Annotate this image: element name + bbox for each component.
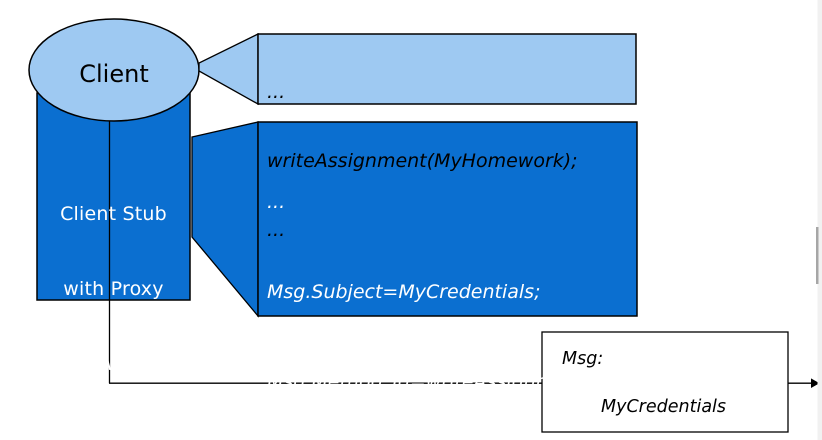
code-line: Msg.Subject=MyCredentials; (267, 281, 541, 303)
stub-label-line: with Proxy (63, 278, 164, 300)
stub-label-line: (here without (48, 353, 179, 375)
client-code-box (257, 33, 637, 105)
client-callout-pointer-icon (198, 32, 259, 106)
stub-label-line: Client Stub (60, 203, 167, 225)
scrollbar-thumb[interactable] (816, 227, 819, 284)
client-stub-label: Client Stub with Proxy (here without PEP… (37, 152, 190, 440)
code-line: Msg.Method_Id=writeAssignment_Id; (267, 371, 619, 393)
code-line: ... (267, 219, 286, 241)
stub-code-box (257, 121, 638, 317)
message-box-label: Msg: (562, 349, 604, 369)
message-value: MyCredentials (601, 397, 727, 417)
code-line: ... (267, 191, 286, 213)
arrowhead-icon (811, 378, 820, 388)
stub-label-line: PEP and PDP) (48, 428, 179, 440)
client-stub-box (36, 92, 191, 301)
stub-code-text: ... Msg.Subject=MyCredentials; Msg.Metho… (267, 127, 633, 440)
message-box-values: MyCredentials writeAssignment_Id MyHomew… (601, 347, 788, 440)
code-line: writeAssignment(MyHomework); (267, 150, 578, 172)
message-box-content: Msg: MyCredentials writeAssignment_Id My… (542, 332, 788, 432)
stub-callout-pointer-icon (191, 121, 259, 318)
scrollbar-track[interactable] (817, 0, 822, 440)
client-code-text: ... writeAssignment(MyHomework); ... (267, 35, 632, 288)
code-line: ... (267, 81, 286, 103)
client-label: Client (79, 60, 149, 88)
message-box (541, 331, 789, 433)
